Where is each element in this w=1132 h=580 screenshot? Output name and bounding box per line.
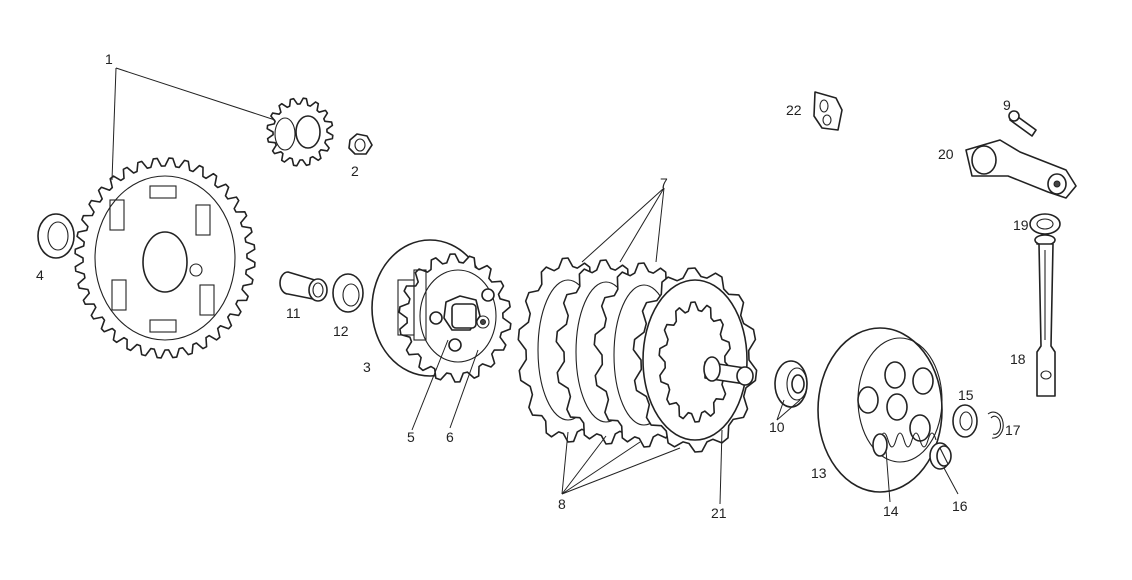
callout-9: 9 (1003, 97, 1011, 113)
callout-14: 14 (883, 503, 899, 519)
part-18-release-shaft (1034, 234, 1056, 397)
callout-6: 6 (446, 429, 454, 445)
callout-19: 19 (1013, 217, 1029, 233)
part-2-nut (348, 133, 373, 155)
leader-lines (111, 67, 959, 505)
part-14-spring (872, 432, 937, 457)
callout-1: 1 (105, 51, 113, 67)
part-13-pressure-plate (817, 327, 943, 493)
part-9-bolt (1008, 110, 1037, 137)
part-3-clutch-housing (371, 239, 512, 383)
callout-5: 5 (407, 429, 415, 445)
callout-18: 18 (1010, 351, 1026, 367)
part-11-bushing (279, 271, 328, 302)
part-10-bearing (774, 360, 808, 408)
part-1-primary-gear (74, 157, 256, 359)
callout-8: 8 (558, 496, 566, 512)
callout-22: 22 (786, 102, 802, 118)
part-1-small-gear (266, 97, 334, 167)
callout-7: 7 (660, 175, 668, 191)
part-15-washer (952, 404, 978, 438)
part-21-shaft (703, 356, 754, 386)
part-7-8-clutch-plates (517, 257, 758, 453)
callout-labels: 1 2 3 4 5 6 7 8 9 10 11 12 13 14 15 16 1… (36, 51, 1029, 521)
part-5-hub-boss (443, 295, 490, 331)
part-22-bracket (813, 91, 843, 131)
callout-2: 2 (351, 163, 359, 179)
callout-15: 15 (958, 387, 974, 403)
callout-17: 17 (1005, 422, 1021, 438)
part-16-screw (929, 442, 952, 470)
callout-21: 21 (711, 505, 727, 521)
part-4-washer (37, 213, 75, 259)
callout-12: 12 (333, 323, 349, 339)
part-19-seal (1029, 213, 1061, 235)
part-6-bolts (429, 288, 495, 352)
part-17-circlip (987, 411, 1004, 439)
callout-20: 20 (938, 146, 954, 162)
callout-13: 13 (811, 465, 827, 481)
callout-3: 3 (363, 359, 371, 375)
callout-4: 4 (36, 267, 44, 283)
part-12-washer (332, 273, 364, 313)
part-20-release-lever (965, 139, 1077, 199)
callout-16: 16 (952, 498, 968, 514)
callout-10: 10 (769, 419, 785, 435)
callout-11: 11 (286, 305, 301, 321)
